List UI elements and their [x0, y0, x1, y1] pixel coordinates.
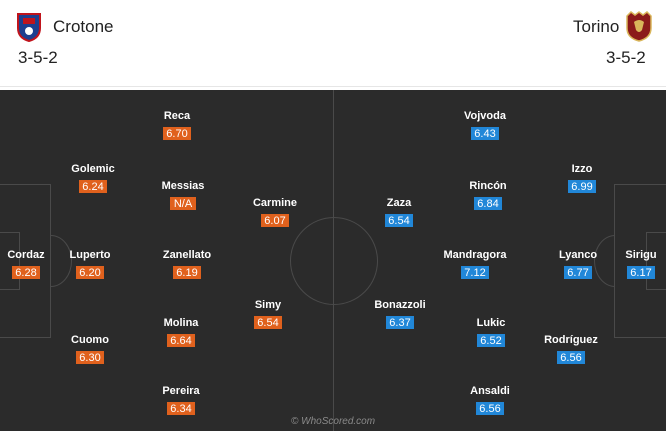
home-team-name[interactable]: Crotone — [53, 17, 114, 36]
player-name: Izzo — [571, 163, 593, 175]
player-rating: 6.24 — [79, 180, 107, 193]
player-name: Molina — [163, 317, 199, 329]
player-name: Mandragora — [443, 249, 507, 261]
home-goal-area — [0, 232, 20, 290]
torino-crest-icon — [626, 11, 652, 42]
player-name: Luperto — [69, 249, 111, 261]
away-goal-area — [646, 232, 666, 290]
player-rating: 7.12 — [461, 266, 489, 279]
away-player-izzo[interactable]: Izzo 6.99 — [547, 163, 617, 195]
player-rating: 6.34 — [167, 402, 195, 415]
player-name: Vojvoda — [464, 110, 506, 122]
home-player-simy[interactable]: Simy 6.54 — [233, 299, 303, 331]
player-rating: 6.19 — [173, 266, 201, 279]
player-name: Rodríguez — [544, 334, 598, 346]
player-name: Reca — [163, 110, 191, 122]
away-player-rodriguez[interactable]: Rodríguez 6.56 — [536, 334, 606, 366]
player-name: Cordaz — [7, 249, 45, 261]
player-name: Simy — [254, 299, 282, 311]
pitch — [0, 90, 666, 431]
home-penalty-box — [0, 184, 51, 338]
home-formation: 3-5-2 — [18, 48, 58, 67]
away-formation: 3-5-2 — [606, 48, 646, 67]
player-name: Golemic — [71, 163, 115, 175]
home-player-carmine[interactable]: Carmine 6.07 — [240, 197, 310, 229]
home-player-zanellato[interactable]: Zanellato 6.19 — [152, 249, 222, 281]
away-player-sirigu[interactable]: Sirigu 6.17 — [606, 249, 666, 281]
home-player-cordaz[interactable]: Cordaz 6.28 — [0, 249, 61, 281]
player-rating: N/A — [170, 197, 196, 210]
player-rating: 6.84 — [474, 197, 502, 210]
player-name: Ansaldi — [470, 385, 510, 397]
player-rating: 6.17 — [627, 266, 655, 279]
player-rating: 6.37 — [386, 316, 414, 329]
away-player-ansaldi[interactable]: Ansaldi 6.56 — [455, 385, 525, 417]
home-player-messias[interactable]: Messias N/A — [148, 180, 218, 212]
player-name: Messias — [161, 180, 205, 192]
home-player-molina[interactable]: Molina 6.64 — [146, 317, 216, 349]
player-rating: 6.20 — [76, 266, 104, 279]
home-player-pereira[interactable]: Pereira 6.34 — [146, 385, 216, 417]
home-player-cuomo[interactable]: Cuomo 6.30 — [55, 334, 125, 366]
player-rating: 6.28 — [12, 266, 40, 279]
away-player-rincon[interactable]: Rincón 6.84 — [453, 180, 523, 212]
away-player-bonazzoli[interactable]: Bonazzoli 6.37 — [365, 299, 435, 331]
player-rating: 6.70 — [163, 127, 191, 140]
away-player-lyanco[interactable]: Lyanco 6.77 — [543, 249, 613, 281]
away-player-mandragora[interactable]: Mandragora 7.12 — [440, 249, 510, 281]
home-player-luperto[interactable]: Luperto 6.20 — [55, 249, 125, 281]
player-rating: 6.52 — [477, 334, 505, 347]
player-name: Bonazzoli — [374, 299, 426, 311]
player-rating: 6.99 — [568, 180, 596, 193]
player-rating: 6.56 — [557, 351, 585, 364]
away-player-lukic[interactable]: Lukic 6.52 — [456, 317, 526, 349]
home-player-golemic[interactable]: Golemic 6.24 — [58, 163, 128, 195]
player-rating: 6.77 — [564, 266, 592, 279]
player-name: Zaza — [386, 197, 412, 209]
player-rating: 6.54 — [385, 214, 413, 227]
player-name: Pereira — [162, 385, 200, 397]
player-rating: 6.43 — [471, 127, 499, 140]
player-rating: 6.07 — [261, 214, 289, 227]
player-name: Zanellato — [162, 249, 212, 261]
away-player-zaza[interactable]: Zaza 6.54 — [364, 197, 434, 229]
center-circle — [290, 217, 378, 305]
player-name: Lyanco — [558, 249, 598, 261]
match-header: Crotone 3-5-2 Torino 3-5-2 — [0, 0, 666, 87]
player-name: Carmine — [252, 197, 298, 209]
player-rating: 6.56 — [476, 402, 504, 415]
watermark: © WhoScored.com — [291, 416, 376, 427]
player-name: Sirigu — [625, 249, 657, 261]
player-name: Lukic — [476, 317, 506, 329]
player-name: Rincón — [469, 180, 507, 192]
away-player-vojvoda[interactable]: Vojvoda 6.43 — [450, 110, 520, 142]
home-player-reca[interactable]: Reca 6.70 — [142, 110, 212, 142]
player-rating: 6.30 — [76, 351, 104, 364]
player-rating: 6.64 — [167, 334, 195, 347]
away-team-name[interactable]: Torino — [573, 17, 620, 36]
crotone-crest-icon — [17, 13, 41, 42]
player-rating: 6.54 — [254, 316, 282, 329]
player-name: Cuomo — [71, 334, 109, 346]
